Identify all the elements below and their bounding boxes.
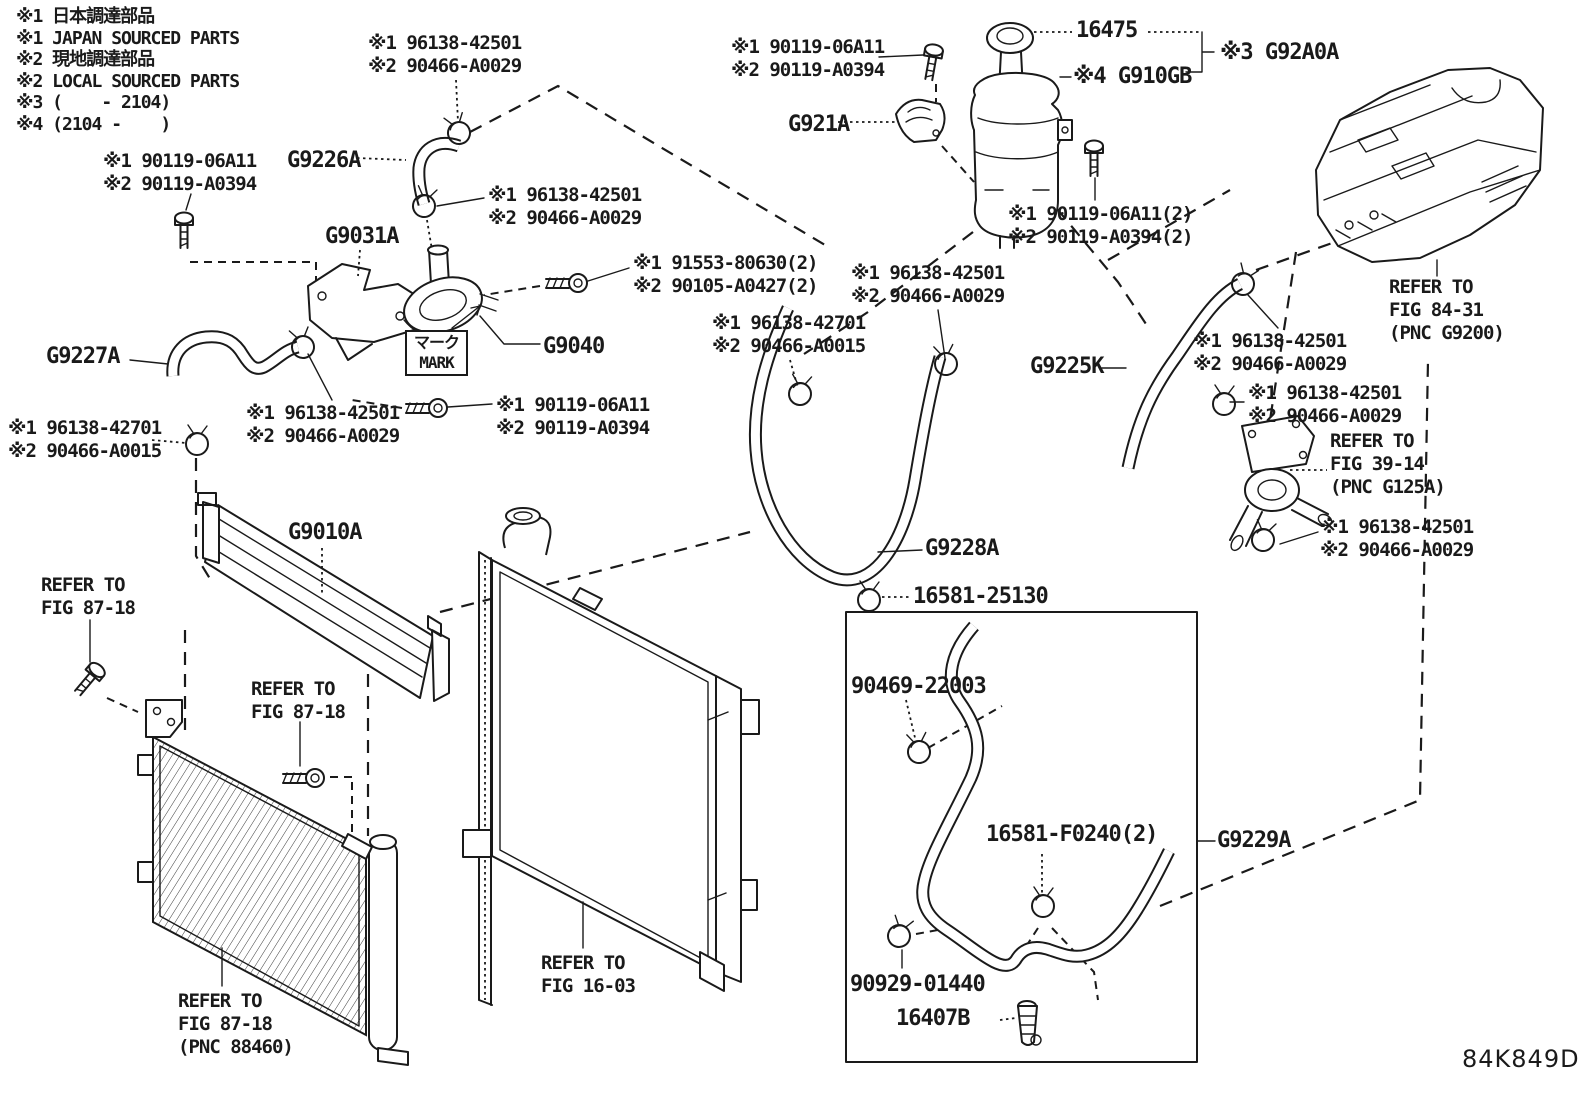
assembly-dashed-lines	[106, 84, 1430, 1001]
hoses	[166, 137, 1244, 587]
mark-box: マーク MARK	[405, 330, 469, 376]
pn-bolt-left: ※1 90119-06A11 ※2 90119-A0394	[103, 150, 257, 195]
code-g9010a: G9010A	[288, 520, 362, 545]
pn-bolt-top-right: ※1 90119-06A11 ※2 90119-A0394	[731, 36, 885, 81]
refer-fig-87-18-a: REFER TO FIG 87-18	[41, 574, 136, 619]
water-pump-and-bracket	[307, 244, 499, 361]
pn-clamp-top: ※1 96138-42501 ※2 90466-A0029	[368, 32, 522, 77]
code-g9226a: G9226A	[287, 148, 361, 173]
pn-90119-x2: ※1 90119-06A11(2) ※2 90119-A0394(2)	[1008, 203, 1193, 248]
pn-91553: ※1 91553-80630(2) ※2 90105-A0427(2)	[633, 252, 818, 297]
pn-g910gb: ※4 G910GB	[1073, 64, 1192, 89]
code-g9228a: G9228A	[925, 536, 999, 561]
pn-42701-left: ※1 96138-42701 ※2 90466-A0015	[8, 417, 162, 462]
bracket-g921a	[895, 98, 946, 143]
pn-clamp-mid: ※1 96138-42501 ※2 90466-A0029	[488, 184, 642, 229]
code-90469-22003: 90469-22003	[851, 674, 987, 699]
refer-fig-16-03: REFER TO FIG 16-03	[541, 952, 636, 997]
pn-clamp-g9227a: ※1 96138-42501 ※2 90466-A0029	[246, 402, 400, 447]
code-16407b: 16407B	[896, 1006, 970, 1031]
bleeder-16407b	[1017, 1000, 1042, 1046]
refer-fig-87-18-b: REFER TO FIG 87-18	[251, 678, 346, 723]
code-g9227a: G9227A	[46, 344, 120, 369]
refer-fig-84-31: REFER TO FIG 84-31 (PNC G9200)	[1389, 276, 1505, 344]
code-g9031a: G9031A	[325, 224, 399, 249]
code-g9225k: G9225K	[1030, 354, 1104, 379]
refer-fig-87-18-c: REFER TO FIG 87-18 (PNC 88460)	[178, 990, 294, 1058]
sheet-code: 84K849D	[1462, 1045, 1580, 1073]
pn-clamp-valve: ※1 96138-42501 ※2 90466-A0029	[1320, 516, 1474, 561]
code-g9040: G9040	[543, 334, 605, 359]
water-valve-assembly	[1229, 415, 1333, 552]
pn-clamp-e: ※1 96138-42501 ※2 90466-A0029	[1248, 382, 1402, 427]
legend-sourced-parts: ※1 日本調達部品 ※1 JAPAN SOURCED PARTS ※2 現地調達…	[16, 6, 240, 135]
inverter-assembly	[1315, 67, 1544, 263]
refer-fig-39-14: REFER TO FIG 39-14 (PNC G125A)	[1330, 430, 1446, 498]
code-16475: 16475	[1076, 18, 1138, 43]
g9229a-box	[845, 611, 1198, 1063]
condenser	[137, 699, 409, 1066]
pn-42701-mid: ※1 96138-42701 ※2 90466-A0015	[712, 312, 866, 357]
pn-screw-mid: ※1 90119-06A11 ※2 90119-A0394	[496, 394, 650, 439]
pn-clamp-g9225k: ※1 96138-42501 ※2 90466-A0029	[1193, 330, 1347, 375]
pn-clamp-g9228a: ※1 96138-42501 ※2 90466-A0029	[851, 262, 1005, 307]
pn-g92a0a: ※3 G92A0A	[1220, 40, 1339, 65]
radiator-g9010a	[197, 492, 450, 702]
radiator-main	[462, 507, 760, 1006]
code-16581-f0240: 16581-F0240(2)	[986, 822, 1158, 847]
code-g921a: G921A	[788, 112, 850, 137]
code-g9229a: G9229A	[1217, 828, 1291, 853]
code-90929-01440: 90929-01440	[850, 972, 986, 997]
code-16581-25130: 16581-25130	[913, 584, 1049, 609]
reservoir-tank	[970, 22, 1073, 249]
leader-lines	[89, 31, 1438, 1021]
